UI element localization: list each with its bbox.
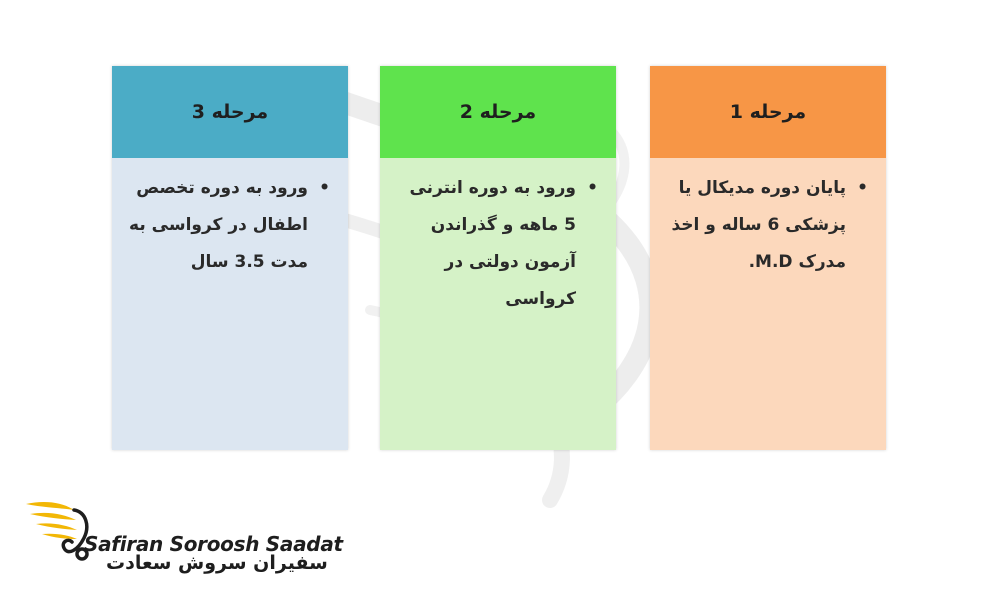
stage-3-body: • ورود به دوره تخصص اطفال در کرواسی به م…	[112, 158, 348, 450]
stage-2-text: ورود به دوره انترنی 5 ماهه و گذراندن آزم…	[409, 178, 576, 309]
stage-3-card: مرحله 3 • ورود به دوره تخصص اطفال در کرو…	[112, 66, 348, 450]
stage-1-card: مرحله 1 • پایان دوره مدیکال یا پزشکی 6 س…	[650, 66, 886, 450]
stage-1-title: مرحله 1	[729, 101, 807, 123]
bullet-icon: •	[857, 178, 868, 198]
stage-2-bullet-item: • ورود به دوره انترنی 5 ماهه و گذراندن آ…	[396, 170, 598, 318]
bullet-icon: •	[587, 178, 598, 198]
stage-1-bullet-item: • پایان دوره مدیکال یا پزشکی 6 ساله و اخ…	[666, 170, 868, 281]
stage-3-title: مرحله 3	[191, 101, 269, 123]
logo-name-en: Safiran Soroosh Saadat	[84, 532, 343, 556]
stage-3-bullet-item: • ورود به دوره تخصص اطفال در کرواسی به م…	[128, 170, 330, 281]
stage-1-body: • پایان دوره مدیکال یا پزشکی 6 ساله و اخ…	[650, 158, 886, 450]
stage-2-header: مرحله 2	[380, 66, 616, 158]
stage-3-header: مرحله 3	[112, 66, 348, 158]
stage-1-text: پایان دوره مدیکال یا پزشکی 6 ساله و اخذ …	[671, 178, 846, 272]
logo-name-fa: سفیران سروش سعادت	[106, 552, 328, 574]
stage-1-header: مرحله 1	[650, 66, 886, 158]
stage-2-title: مرحله 2	[459, 101, 537, 123]
bullet-icon: •	[319, 178, 330, 198]
eagle-wing-icon	[26, 502, 89, 561]
stage-3-text: ورود به دوره تخصص اطفال در کرواسی به مدت…	[129, 178, 308, 272]
stage-2-card: مرحله 2 • ورود به دوره انترنی 5 ماهه و گ…	[380, 66, 616, 450]
stage-2-body: • ورود به دوره انترنی 5 ماهه و گذراندن آ…	[380, 158, 616, 450]
company-logo: Safiran Soroosh Saadat سفیران سروش سعادت	[22, 492, 343, 582]
